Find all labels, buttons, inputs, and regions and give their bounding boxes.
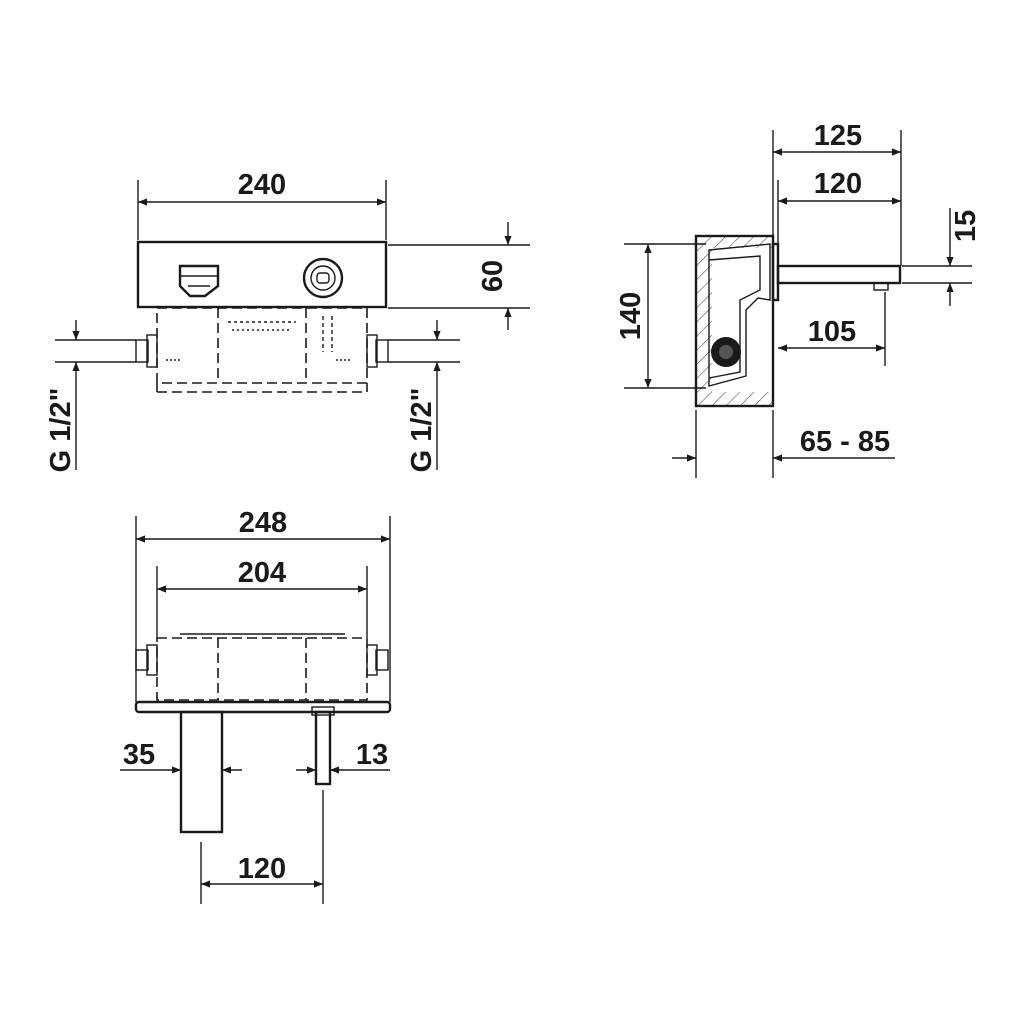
dimension-label: 120 bbox=[238, 853, 286, 885]
dimension-125: 125 bbox=[772, 120, 902, 266]
plate-edge bbox=[134, 700, 392, 714]
dimension-wall-depth: 65 - 85 bbox=[672, 410, 895, 478]
lever-top bbox=[311, 706, 335, 786]
dimension-label: 15 bbox=[950, 210, 982, 242]
dimension-label: 65 - 85 bbox=[800, 426, 890, 458]
dimension-label: 248 bbox=[239, 507, 287, 539]
spout-top bbox=[179, 710, 224, 834]
dimension-label: 120 bbox=[814, 168, 862, 200]
dimension-label: 60 bbox=[477, 260, 509, 292]
top-view: 248 204 35 13 120 bbox=[120, 507, 392, 904]
spout bbox=[776, 264, 902, 285]
dimension-label: G 1/2" bbox=[406, 388, 438, 473]
dimension-inlet-right: G 1/2" bbox=[388, 320, 460, 472]
dimension-inlet-left: G 1/2" bbox=[45, 320, 136, 472]
dimension-120-spout: 120 bbox=[777, 168, 901, 244]
dimension-label: G 1/2" bbox=[45, 388, 77, 473]
front-view: 240 60 G 1/2" G 1/2" bbox=[45, 169, 530, 472]
dimension-204: 204 bbox=[156, 557, 368, 638]
dimension-label: 240 bbox=[238, 169, 286, 201]
dimension-label: 35 bbox=[123, 739, 155, 771]
inlet-connector-top-right bbox=[366, 644, 389, 676]
dimension-240: 240 bbox=[137, 169, 387, 240]
dimension-label: 13 bbox=[356, 739, 388, 771]
dimension-140: 140 bbox=[615, 243, 706, 389]
dimension-label: 125 bbox=[814, 120, 862, 152]
cover-plate bbox=[136, 240, 388, 309]
concealed-body bbox=[156, 307, 368, 393]
inlet-connector-top-left bbox=[135, 644, 158, 676]
inlet-connector-right bbox=[366, 334, 389, 368]
concealed-body-side bbox=[708, 243, 771, 387]
aerator bbox=[873, 282, 889, 291]
dimension-105: 105 bbox=[778, 292, 886, 366]
lever-handle bbox=[178, 264, 220, 298]
dimension-label: 204 bbox=[238, 557, 286, 589]
side-view: 125 120 15 140 105 bbox=[615, 120, 982, 478]
dimension-label: 105 bbox=[808, 316, 856, 348]
round-knob bbox=[302, 257, 344, 299]
wall-section bbox=[694, 234, 775, 408]
dimension-120-centers: 120 bbox=[200, 790, 324, 904]
dimension-248: 248 bbox=[135, 507, 391, 702]
inlet-connector-left bbox=[135, 334, 158, 368]
dimension-35: 35 bbox=[120, 739, 242, 774]
side-cover-plate bbox=[771, 242, 780, 302]
dimension-60: 60 bbox=[388, 222, 530, 330]
dimension-label: 140 bbox=[615, 292, 647, 340]
dimension-15: 15 bbox=[902, 208, 982, 306]
dimension-13: 13 bbox=[296, 739, 390, 774]
concealed-body-top bbox=[156, 633, 368, 701]
